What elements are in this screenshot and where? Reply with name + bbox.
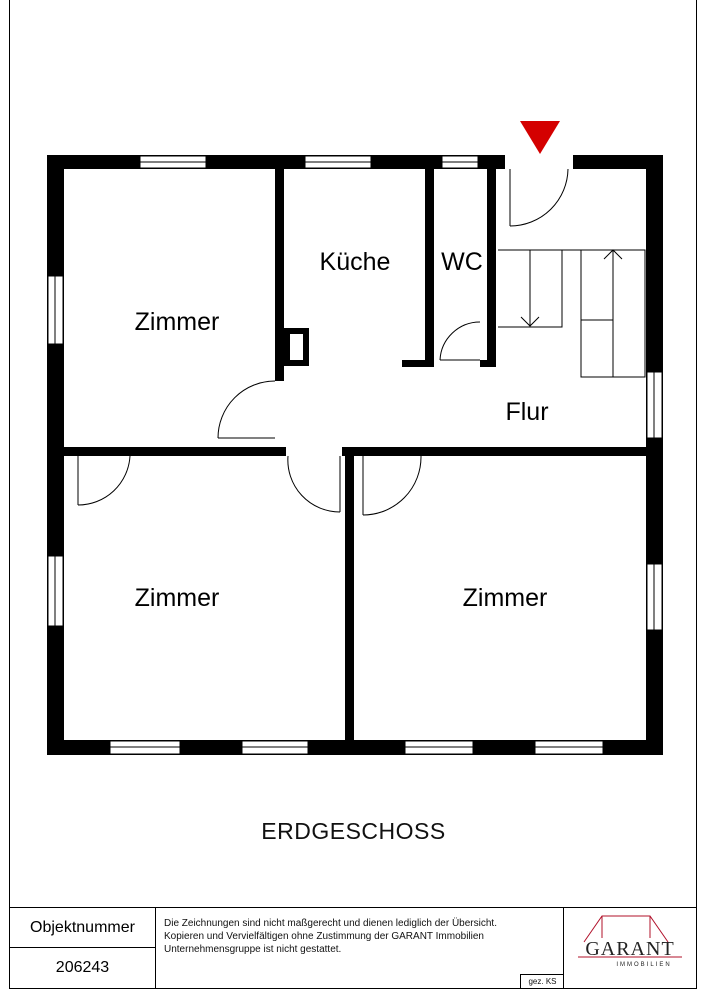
- room-label-zimmer-top-left: Zimmer: [135, 308, 220, 336]
- room-label-zimmer-bottom-left: Zimmer: [135, 584, 220, 612]
- drawn-by: gez. KS: [520, 974, 564, 988]
- windows: [47, 155, 663, 755]
- garant-logo: GARANT IMMOBILIEN: [564, 908, 696, 988]
- disclaimer-line: Unternehmensgruppe ist nicht gestattet.: [164, 944, 342, 955]
- disclaimer-line: Die Zeichnungen sind nicht maßgerecht un…: [164, 918, 497, 929]
- disclaimer-text: Die Zeichnungen sind nicht maßgerecht un…: [156, 908, 564, 988]
- garant-roof-logo-icon: [583, 915, 669, 943]
- floor-title: ERDGESCHOSS: [261, 818, 446, 844]
- room-label-kueche: Küche: [320, 248, 391, 276]
- doors: [77, 168, 569, 516]
- logo-subtitle: IMMOBILIEN: [616, 962, 671, 968]
- title-block: Objektnummer 206243 Die Zeichnungen sind…: [9, 907, 697, 989]
- stairs: [498, 249, 646, 378]
- object-number-value: 206243: [10, 948, 156, 988]
- entrance-triangle-icon: [520, 121, 560, 154]
- room-label-wc: WC: [441, 248, 483, 276]
- room-label-zimmer-bottom-right: Zimmer: [463, 584, 548, 612]
- interior-walls: [64, 169, 646, 740]
- object-number-label: Objektnummer: [10, 908, 156, 948]
- disclaimer-line: Kopieren und Vervielfältigen ohne Zustim…: [164, 931, 484, 942]
- logo-name: GARANT: [585, 938, 674, 960]
- room-label-flur: Flur: [505, 398, 548, 426]
